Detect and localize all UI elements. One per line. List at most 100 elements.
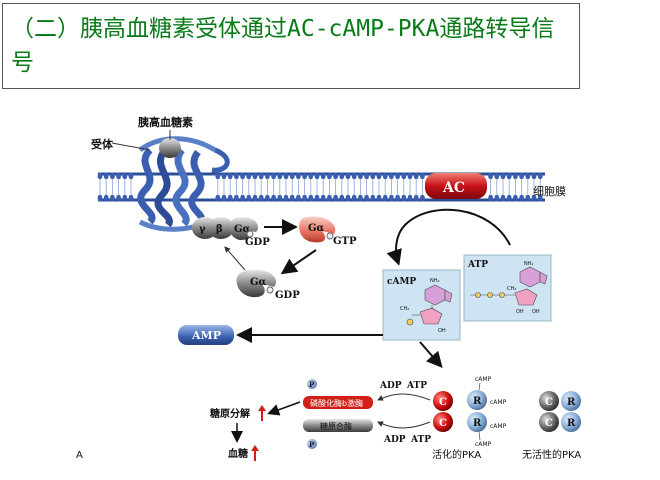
lipid-head <box>376 194 382 202</box>
up-arrow-head-2 <box>251 445 259 451</box>
pka-r-inactive-2 <box>561 412 581 432</box>
lipid-head <box>103 194 109 202</box>
lipid-head <box>234 194 239 202</box>
lipid-head <box>308 194 314 202</box>
lipid-head <box>240 194 246 202</box>
camp-ch2: CH₂ <box>400 306 409 312</box>
lipid-head <box>358 172 363 180</box>
lipid-head <box>314 172 320 180</box>
lipid-head <box>327 172 332 180</box>
lipid-head <box>531 194 537 202</box>
lipid-head <box>234 172 239 180</box>
lipid-head <box>320 172 326 180</box>
pka-c-inactive-1 <box>539 391 559 411</box>
lipid-head <box>525 194 531 202</box>
lipid-head <box>240 172 246 180</box>
pka-r-1 <box>467 390 487 410</box>
lipid-head <box>296 194 301 202</box>
lipid-head <box>314 194 320 202</box>
pka-c-active-1 <box>433 391 453 411</box>
receptor-icon <box>137 136 230 232</box>
lipid-head <box>389 194 394 202</box>
lipid-head <box>277 172 283 180</box>
lipid-head <box>506 172 512 180</box>
lipid-head <box>500 194 506 202</box>
lipid-head <box>420 172 425 180</box>
atp-box <box>463 254 552 322</box>
lipid-head <box>395 194 400 202</box>
lipid-head <box>122 172 128 180</box>
blood-glucose-label: 血糖 <box>228 447 248 460</box>
lipid-head <box>97 194 103 202</box>
lipid-head <box>320 194 326 202</box>
lipid-head <box>265 172 270 180</box>
lipid-head <box>128 194 134 202</box>
g-protein-complex <box>192 217 259 240</box>
title-prefix: （二）胰高血糖素受体通过 <box>11 16 287 42</box>
atp-bottom: ATP <box>410 435 431 445</box>
r-label-1: R <box>473 396 482 407</box>
lipid-head <box>339 194 345 202</box>
lipid-head <box>215 194 221 202</box>
lipid-head <box>488 172 493 180</box>
lipid-head <box>351 194 357 202</box>
lipid-head <box>413 172 419 180</box>
lipid-head <box>358 194 363 202</box>
c-label-4: C <box>545 418 553 429</box>
lipid-head <box>537 172 543 180</box>
lipid-head <box>333 194 338 202</box>
lipid-head <box>302 172 307 180</box>
lipid-head <box>128 172 134 180</box>
glycogenolysis-label: 糖原分解 <box>210 407 250 420</box>
lipid-head <box>283 172 289 180</box>
lipid-head <box>513 172 518 180</box>
glucagon-label: 胰高血糖素 <box>137 115 193 129</box>
lipid-head <box>389 172 394 180</box>
r-label-3: R <box>567 397 576 408</box>
atp-ch2: CH₂ <box>507 286 516 292</box>
camp-small-2: cAMP <box>490 399 507 406</box>
lipid-head <box>345 172 351 180</box>
arrow-recycle <box>224 246 246 271</box>
arrow-to-gdp <box>280 249 317 275</box>
lipid-head <box>488 194 493 202</box>
lipid-head <box>271 194 276 202</box>
lipid-head <box>265 194 270 202</box>
lipid-head <box>289 172 295 180</box>
lipid-head <box>500 172 506 180</box>
lipid-head <box>116 194 121 202</box>
beta-subunit-icon <box>208 217 234 239</box>
atp-oh-1: OH <box>516 309 524 315</box>
ac-label: AC <box>442 180 465 196</box>
adp-top: ADP <box>379 381 402 391</box>
inactive-pka-label: 无活性的PKA <box>522 448 581 461</box>
camp-small-3: cAMP <box>490 423 507 430</box>
title-suffix: 通路转导信号 <box>11 16 555 76</box>
galpha-gdp-bottom-icon <box>236 269 277 298</box>
lipid-head <box>537 194 543 202</box>
amp-pill <box>178 325 234 345</box>
lipid-head <box>370 172 376 180</box>
r-label-2: R <box>473 418 482 429</box>
lipid-head <box>122 194 128 202</box>
gtp-label: GTP <box>333 236 357 247</box>
lipid-head <box>519 194 524 202</box>
galpha-label-1: Gα <box>234 224 251 235</box>
title-box: （二）胰高血糖素受体通过AC-cAMP-PKA通路转导信号 <box>2 3 580 89</box>
lipid-head <box>103 172 109 180</box>
lipid-head <box>401 194 407 202</box>
glucagon-molecule-icon <box>159 138 181 158</box>
lipid-head <box>339 172 345 180</box>
lipid-head <box>519 172 524 180</box>
arc-bottom <box>377 421 431 429</box>
lipid-head <box>413 194 419 202</box>
lipid-head <box>246 194 252 202</box>
slide-title: （二）胰高血糖素受体通过AC-cAMP-PKA通路转导信号 <box>11 12 576 80</box>
pka-fragment-label: A <box>76 450 83 461</box>
adenylyl-cyclase-icon <box>425 173 487 199</box>
pka-c-inactive-2 <box>539 412 559 432</box>
arrow-to-glycogenolysis <box>267 401 301 416</box>
lipid-head <box>302 194 307 202</box>
lipid-head <box>401 172 407 180</box>
